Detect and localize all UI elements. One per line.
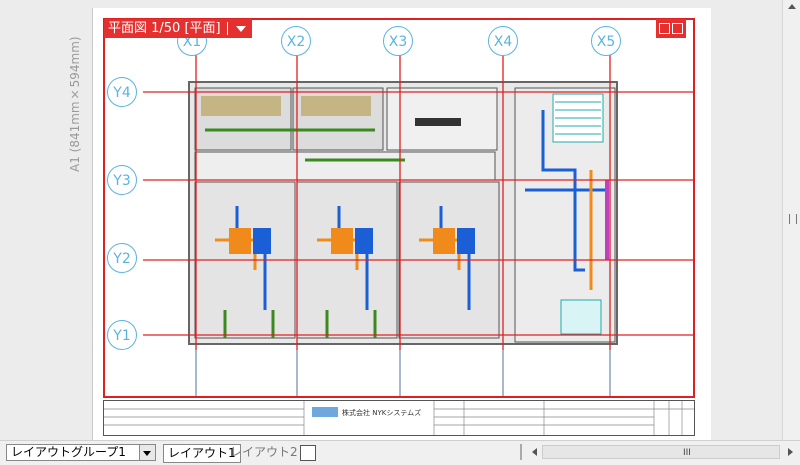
scroll-right-icon[interactable] (788, 448, 793, 456)
viewport-title: 平面図 1/50 [平面] (108, 21, 221, 36)
title-separator (226, 22, 228, 35)
title-block (103, 400, 695, 436)
units-orange (229, 228, 455, 254)
stair-treads (555, 101, 601, 135)
grid-bubble-y2: Y2 (107, 243, 137, 273)
new-layout-icon[interactable] (300, 445, 316, 461)
magenta-duct (605, 180, 609, 260)
pipes-green (205, 128, 405, 338)
layout-group-select[interactable]: レイアウトグループ1 (6, 444, 156, 461)
units-blue (253, 228, 475, 254)
layout-group-label: レイアウトグループ1 (11, 445, 126, 459)
vertical-scrollbar[interactable] (782, 0, 800, 440)
scroll-divider[interactable] (520, 444, 522, 460)
equipment-black (415, 118, 461, 126)
grid-bubble-x5: X5 (591, 26, 621, 56)
scroll-track[interactable]: III (542, 445, 780, 459)
grid-bubble-x2: X2 (281, 26, 311, 56)
maximize-icon[interactable] (659, 23, 670, 34)
viewport-title-bar[interactable]: 平面図 1/50 [平面] (104, 19, 252, 38)
horizontal-scrollbar[interactable]: III (512, 444, 800, 461)
drawing-viewport[interactable] (103, 18, 695, 398)
corridor (194, 151, 496, 181)
grid-bubble-y4: Y4 (107, 77, 137, 107)
grid-bubble-x3: X3 (383, 26, 413, 56)
company-logo (312, 407, 338, 417)
equipment-yellow-2 (301, 96, 371, 116)
tab-layout-1[interactable]: レイアウト1 (163, 444, 241, 463)
equipment-cyan (560, 299, 602, 335)
pin-icon[interactable] (672, 23, 683, 34)
scroll-grip-icon[interactable] (789, 214, 797, 224)
grid-bubble-y1: Y1 (107, 320, 137, 350)
dropdown-arrow-icon[interactable] (235, 25, 246, 32)
scroll-left-icon[interactable] (532, 448, 537, 456)
scroll-up-icon[interactable] (788, 4, 796, 9)
grid-extension-lines (195, 350, 611, 396)
grid-lines (143, 48, 693, 396)
chevron-down-icon (143, 451, 151, 456)
floor-plan-drawing (143, 48, 693, 396)
viewport-controls (656, 19, 686, 38)
grid-bubble-y3: Y3 (107, 165, 137, 195)
paper-size-label: A1 (841mm×594mm) (68, 36, 82, 172)
layout-group-dropdown-button[interactable] (139, 445, 155, 460)
title-block-lines (104, 401, 694, 435)
grid-bubble-x4: X4 (488, 26, 518, 56)
equipment-yellow (201, 96, 281, 116)
company-name: 株式会社 NYKシステムズ (342, 409, 422, 417)
tab-layout-2[interactable]: レイアウト2 (230, 445, 298, 459)
scroll-thumb[interactable]: III (683, 448, 691, 458)
